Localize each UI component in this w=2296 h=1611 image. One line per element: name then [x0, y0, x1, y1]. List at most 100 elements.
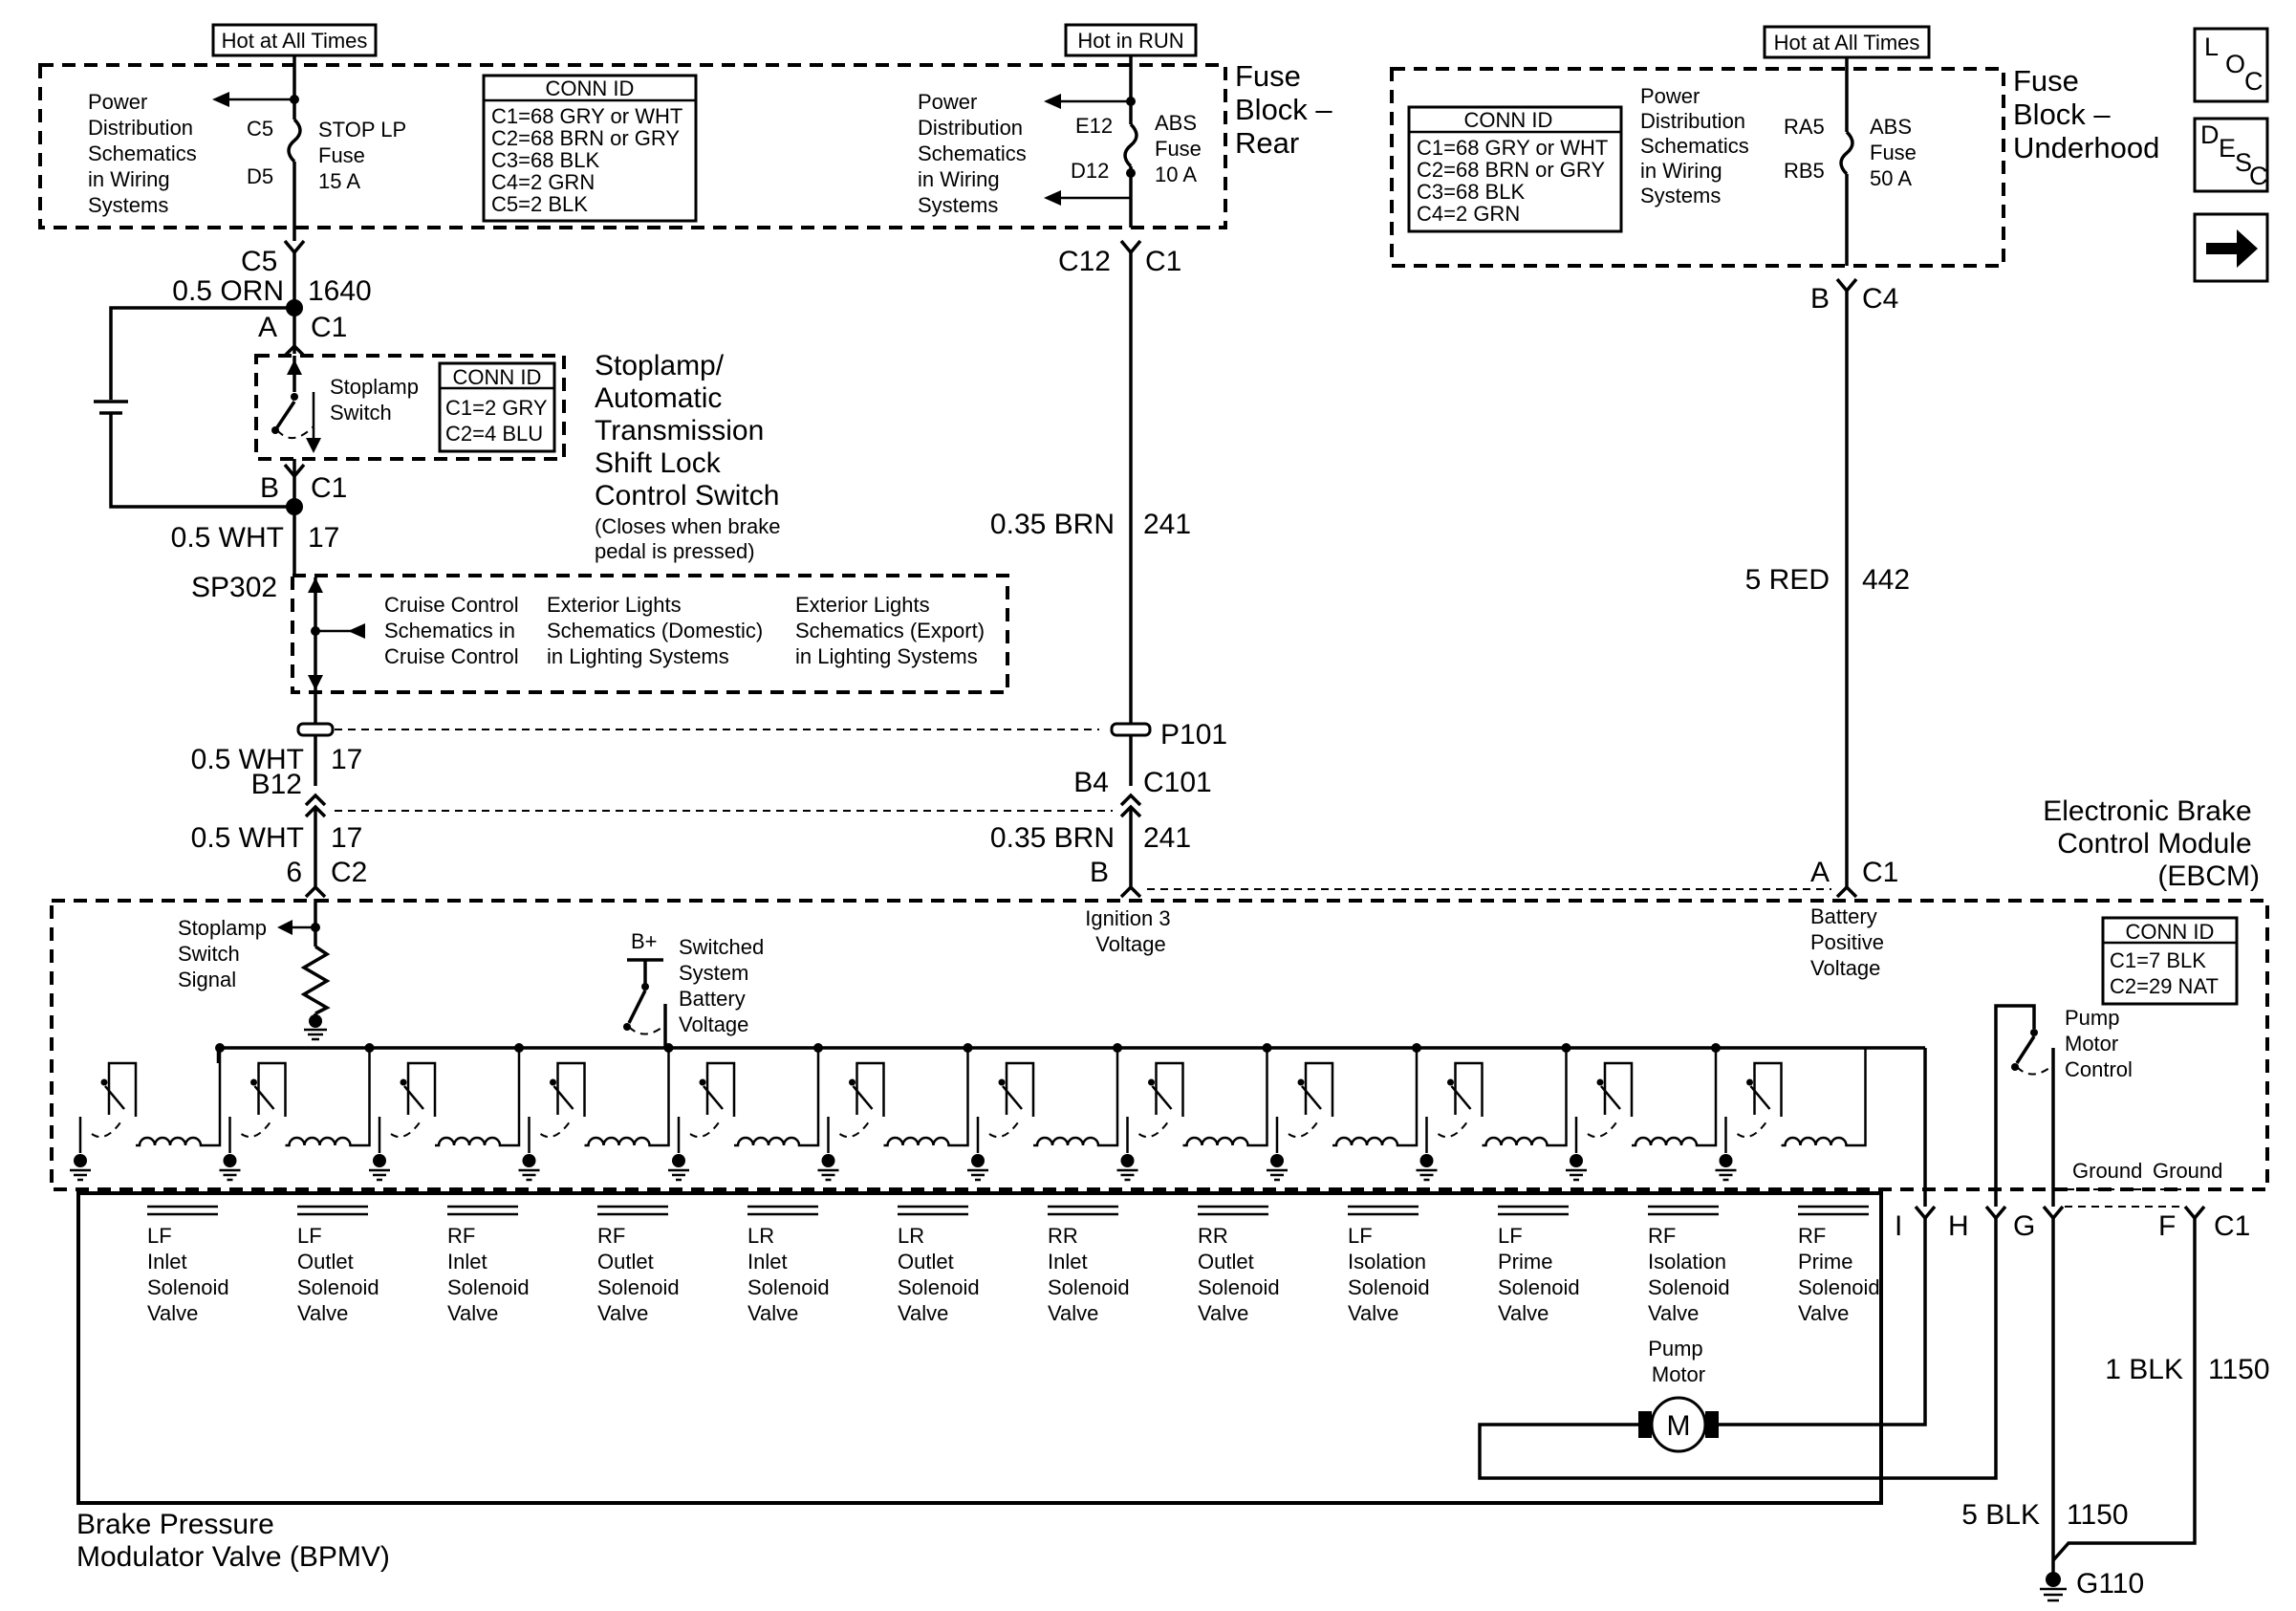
next-page-arrow-icon[interactable]: [2193, 212, 2269, 283]
wire-0-5-orn: 0.5 ORN: [172, 275, 284, 307]
conn-id-rear-title: CONN ID: [546, 76, 635, 100]
abs-50a-fuse-bottom-pin: RB5: [1784, 159, 1825, 183]
pump-motor-control-label: Pump Motor Control: [2065, 1006, 2133, 1081]
pin-b4: B4: [1073, 767, 1109, 798]
ground-g110: G110: [2076, 1568, 2144, 1600]
circuit-1640: 1640: [308, 275, 372, 307]
exterior-lights-export-ref: Exterior Lights Schematics (Export) in L…: [795, 593, 990, 668]
switched-system-battery-voltage: Switched System Battery Voltage: [679, 935, 769, 1036]
wire-0-35-brn: 0.35 BRN: [990, 509, 1115, 540]
abs-50a-fuse-top-pin: RA5: [1784, 115, 1825, 139]
hot-at-all-times-label: Hot at All Times: [222, 29, 368, 53]
fuse-block-rear-title: Fuse Block – Rear: [1235, 59, 1340, 160]
stoplamp-switch-signal: Stoplamp Switch Signal: [178, 916, 272, 991]
splice-sp302: SP302: [191, 572, 277, 603]
exterior-lights-domestic-ref: Exterior Lights Schematics (Domestic) in…: [547, 593, 769, 668]
stoplamp-conn-id-lines: C1=2 GRY C2=4 BLU: [445, 396, 552, 446]
solenoid-driver: [518, 1043, 674, 1182]
description-icon[interactable]: D E S C: [2193, 117, 2269, 193]
abs-10a-fuse-top-pin: E12: [1075, 114, 1113, 138]
hot-at-all-times-label-2: Hot at All Times: [1774, 31, 1920, 54]
solenoid-driver: [1715, 1048, 1867, 1182]
stop-fuse-top-pin: C5: [247, 117, 273, 141]
pin-a: A: [258, 312, 277, 343]
circuit-17-2: 17: [331, 744, 362, 775]
location-icon[interactable]: L O C: [2193, 27, 2269, 103]
svg-text:C: C: [2249, 162, 2268, 190]
svg-text:O: O: [2225, 50, 2245, 78]
solenoid-driver: [1267, 1043, 1421, 1182]
pin-6: 6: [286, 857, 302, 888]
wire-0-5-wht-2: 0.5 WHT: [191, 744, 304, 775]
wire-0-35-brn-2: 0.35 BRN: [990, 822, 1115, 854]
ground-circuit: 1 BLK 1150 5 BLK 1150 G110: [1961, 1218, 2270, 1602]
solenoid-driver: [967, 1043, 1122, 1182]
solenoid-driver: [369, 1043, 524, 1182]
ebcm-conn-id-lines: C1=7 BLK C2=29 NAT: [2110, 948, 2219, 998]
solenoid-driver: [219, 1043, 375, 1182]
connector-p101: P101: [1160, 719, 1227, 751]
svg-text:S: S: [2235, 148, 2252, 177]
circuit-17-1: 17: [308, 522, 339, 554]
svg-text:D: D: [2200, 120, 2220, 149]
conn-id-underhood-lines: C1=68 GRY or WHT C2=68 BRN or GRY C3=68 …: [1417, 136, 1614, 226]
c1-top: C1: [311, 312, 347, 343]
pump-motor-label: Pump Motor: [1648, 1337, 1709, 1386]
pin-h: H: [1948, 1210, 1969, 1242]
ground-label-1: Ground: [2072, 1159, 2142, 1183]
circuit-17-3: 17: [331, 822, 362, 854]
ebcm-module: Electronic Brake Control Module (EBCM) S…: [50, 795, 2269, 1207]
c1-ignition: C1: [1145, 246, 1181, 277]
ebcm-conn-id-title: CONN ID: [2126, 920, 2215, 944]
motor-symbol: M: [1667, 1410, 1691, 1442]
cruise-control-ref: Cruise Control Schematics in Cruise Cont…: [384, 593, 525, 668]
conn-id-rear-lines: C1=68 GRY or WHT C2=68 BRN or GRY C3=68 …: [491, 104, 688, 216]
connector-c1-bottom: C1: [2214, 1210, 2250, 1242]
abs-50a-fuse-label: ABS Fuse 50 A: [1870, 115, 1922, 190]
wire-0-5-wht-1: 0.5 WHT: [171, 522, 284, 554]
fuse-block-underhood: Hot at All Times Fuse Block – Underhood …: [1390, 25, 2159, 268]
stop-fuse-bottom-pin: D5: [247, 164, 273, 188]
connector-c101: C101: [1143, 767, 1212, 798]
wire-5-blk: 5 BLK: [1961, 1499, 2040, 1531]
battery-circuit: B C4 5 RED 442 A C1: [1745, 277, 1910, 899]
bottom-connector-pins: I H G F C1: [1895, 1205, 2250, 1242]
battery-positive-voltage: Battery Positive Voltage: [1810, 904, 1890, 980]
svg-text:L: L: [2204, 33, 2219, 61]
solenoid-driver: [668, 1043, 823, 1182]
connector-c1-battery: C1: [1862, 857, 1898, 888]
pin-b: B: [260, 472, 279, 504]
b-plus-label: B+: [631, 929, 658, 953]
bpmv-title: Brake Pressure Modulator Valve (BPMV): [76, 1509, 390, 1573]
hot-in-run-label: Hot in RUN: [1077, 29, 1183, 53]
pin-b-c4: B: [1810, 283, 1830, 315]
ignition-3-voltage: Ignition 3 Voltage: [1085, 906, 1176, 956]
c2-connector: C2: [331, 857, 367, 888]
pin-c12: C12: [1058, 246, 1111, 277]
ground-label-2: Ground: [2153, 1159, 2222, 1183]
pin-b12: B12: [251, 769, 302, 800]
solenoid-driver: [1566, 1043, 1721, 1182]
circuit-241: 241: [1143, 509, 1191, 540]
solenoid-driver: [1416, 1043, 1571, 1182]
pin-b-ebcm: B: [1090, 857, 1109, 888]
pin-i: I: [1895, 1210, 1902, 1242]
